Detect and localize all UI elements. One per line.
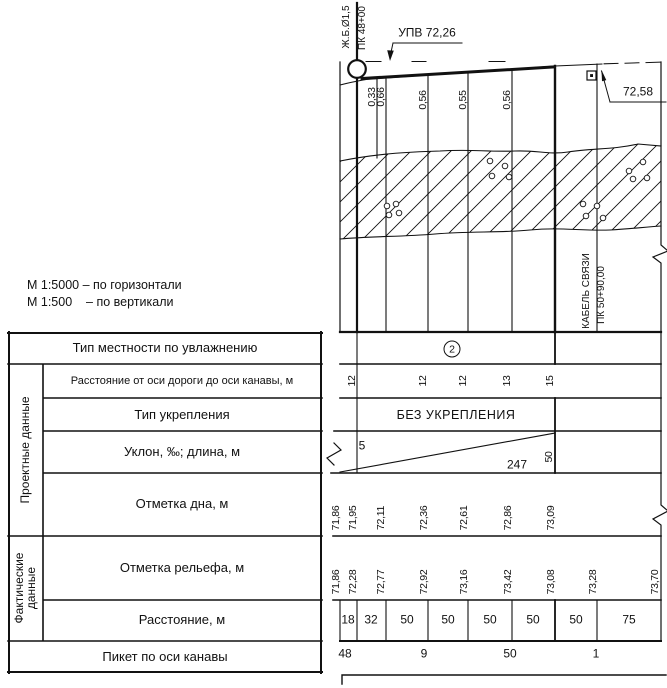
cable-label-line2: ПК 50+90,00 xyxy=(596,266,607,324)
picket-value: 9 xyxy=(420,646,428,661)
benchmark-leader xyxy=(600,70,667,103)
relief-elevation: 72,77 xyxy=(374,569,387,595)
row-label-offset: Расстояние от оси дороги до оси канавы, … xyxy=(70,374,294,387)
distance-value: 50 xyxy=(526,612,540,627)
group-label-actual: данные xyxy=(24,566,38,610)
relief-elevation: 71,86 xyxy=(329,569,342,595)
row-label-reinforcement: Тип укрепления xyxy=(134,406,230,422)
slope-line xyxy=(339,432,556,473)
offset-value: 13 xyxy=(500,375,513,387)
relief-elevation: 73,16 xyxy=(457,569,470,595)
row-label-terrain: Тип местности по увлажнению xyxy=(72,339,258,355)
distance-value: 75 xyxy=(622,612,636,627)
water-level-arrow xyxy=(387,42,463,61)
distance-value: 50 xyxy=(400,612,414,627)
row-label-picket: Пикет по оси канавы xyxy=(102,648,228,664)
soil-hatch-band xyxy=(339,143,662,240)
distance-value: 50 xyxy=(441,612,455,627)
offset-value: 15 xyxy=(543,375,556,387)
row-label-distance: Расстояние, м xyxy=(138,611,226,627)
relief-elevation: 73,42 xyxy=(501,569,514,595)
row-label-bottom: Отметка дна, м xyxy=(135,495,229,511)
break-symbol xyxy=(326,442,342,466)
picket-value: 1 xyxy=(592,646,600,661)
scale-note-vertical: М 1:500 – по вертикали xyxy=(27,295,174,309)
relief-elevation: 73,28 xyxy=(586,569,599,595)
distance-value: 18 xyxy=(341,612,355,627)
break-symbol xyxy=(651,61,667,642)
pipe-label-line1: Ж.Б.Ø1,5 xyxy=(341,5,352,49)
reinforcement-value: БЕЗ УКРЕПЛЕНИЯ xyxy=(396,408,516,423)
terrain-type-badge: 2 xyxy=(443,340,461,358)
depth-mark: 0,56 xyxy=(416,90,429,110)
bottom-elevation: 72,61 xyxy=(457,505,470,531)
offset-value: 12 xyxy=(456,375,469,387)
relief-elevation: 73,70 xyxy=(648,569,661,595)
pipe-symbol xyxy=(347,59,367,79)
picket-value: 48 xyxy=(338,646,352,661)
ground-line xyxy=(339,61,667,86)
depth-mark: 0,56 xyxy=(500,90,513,110)
offset-value: 12 xyxy=(345,375,358,387)
offset-value: 12 xyxy=(416,375,429,387)
ditch-bottom-line xyxy=(360,65,555,81)
table-grid xyxy=(7,330,667,685)
cable-label-line1: КАБЕЛЬ СВЯЗИ xyxy=(581,253,592,329)
scale-note-horizontal: М 1:5000 – по горизонтали xyxy=(27,278,182,292)
bottom-elevation: 72,11 xyxy=(374,506,387,530)
relief-elevation: 73,08 xyxy=(544,569,557,595)
water-level-label: УПВ 72,26 xyxy=(398,25,456,40)
depth-mark: 0,66 xyxy=(374,87,387,107)
bottom-elevation: 73,09 xyxy=(544,505,557,531)
group-label-design: Проектные данные xyxy=(18,396,32,504)
benchmark-icon xyxy=(586,70,597,81)
slope-side-value: 50 xyxy=(542,451,555,463)
relief-elevation: 72,92 xyxy=(417,569,430,595)
slope-grade-value: 5 xyxy=(358,438,366,453)
row-label-slope: Уклон, ‰; длина, м xyxy=(123,443,241,459)
pipe-label-line2: ПК 48+00 xyxy=(357,6,368,50)
distance-value: 50 xyxy=(483,612,497,627)
picket-value: 50 xyxy=(503,646,517,661)
distance-value: 50 xyxy=(569,612,583,627)
slope-length-value: 247 xyxy=(506,457,528,472)
relief-elevation: 72,28 xyxy=(346,569,359,595)
bottom-elevation: 71,86 xyxy=(329,505,342,531)
benchmark-elevation: 72,58 xyxy=(622,84,654,99)
ordinate-lines xyxy=(339,1,598,334)
bottom-elevation: 72,86 xyxy=(501,505,514,531)
bottom-elevation: 72,36 xyxy=(417,505,430,531)
gravel-dots xyxy=(383,157,651,222)
row-label-relief: Отметка рельефа, м xyxy=(119,559,245,575)
bottom-elevation: 71,95 xyxy=(346,505,359,531)
depth-mark: 0,55 xyxy=(456,90,469,110)
distance-value: 32 xyxy=(364,612,378,627)
